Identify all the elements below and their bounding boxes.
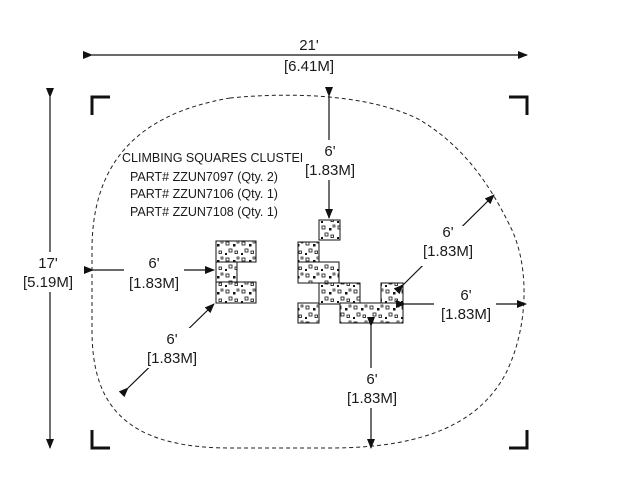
- bottom-clearance-ft: 6': [366, 371, 377, 388]
- corner-brackets: [90, 95, 529, 450]
- height-ft-label: 17': [38, 255, 58, 272]
- width-dimension: 21' [6.41M]: [83, 37, 528, 75]
- width-ft-label: 21': [299, 37, 319, 54]
- width-m-label: [6.41M]: [284, 58, 334, 75]
- lower-left-clearance-dimension: 6' [1.83M]: [118, 303, 215, 398]
- corner-bottom-right: [509, 430, 529, 450]
- right-clearance-dimension: 6' [1.83M]: [396, 285, 527, 325]
- left-clearance-ft: 6': [148, 255, 159, 272]
- right-clearance-ft: 6': [460, 287, 471, 304]
- corner-top-right: [509, 95, 529, 115]
- bottom-clearance-m: [1.83M]: [347, 390, 397, 407]
- use-zone-boundary: [91, 94, 525, 449]
- upper-right-clearance-m: [1.83M]: [423, 243, 473, 260]
- left-clearance-dimension: 6' [1.83M]: [84, 254, 215, 294]
- corner-bottom-left: [90, 430, 110, 450]
- top-clearance-ft: 6': [324, 143, 335, 160]
- right-clearance-m: [1.83M]: [441, 306, 491, 323]
- part-line-1: PART# ZZUN7097 (Qty. 2): [130, 170, 278, 184]
- corner-top-left: [90, 95, 110, 115]
- height-m-label: [5.19M]: [23, 274, 73, 291]
- lower-left-clearance-ft: 6': [166, 331, 177, 348]
- top-clearance-dimension: 6' [1.83M]: [302, 87, 356, 219]
- left-cube-cluster: [215, 240, 257, 304]
- part-line-3: PART# ZZUN7108 (Qty. 1): [130, 205, 278, 219]
- product-label: CLIMBING SQUARES CLUSTERS PART# ZZUN7097…: [122, 151, 317, 219]
- height-dimension: 17' [5.19M]: [18, 88, 82, 449]
- upper-right-clearance-ft: 6': [442, 224, 453, 241]
- lower-left-clearance-m: [1.83M]: [147, 350, 197, 367]
- top-clearance-m: [1.83M]: [305, 162, 355, 179]
- right-cube-cluster: [297, 219, 404, 324]
- bottom-clearance-dimension: 6' [1.83M]: [342, 317, 402, 449]
- product-title: CLIMBING SQUARES CLUSTERS: [122, 151, 317, 165]
- part-line-2: PART# ZZUN7106 (Qty. 1): [130, 187, 278, 201]
- left-clearance-m: [1.83M]: [129, 275, 179, 292]
- upper-right-clearance-dimension: 6' [1.83M]: [393, 194, 495, 295]
